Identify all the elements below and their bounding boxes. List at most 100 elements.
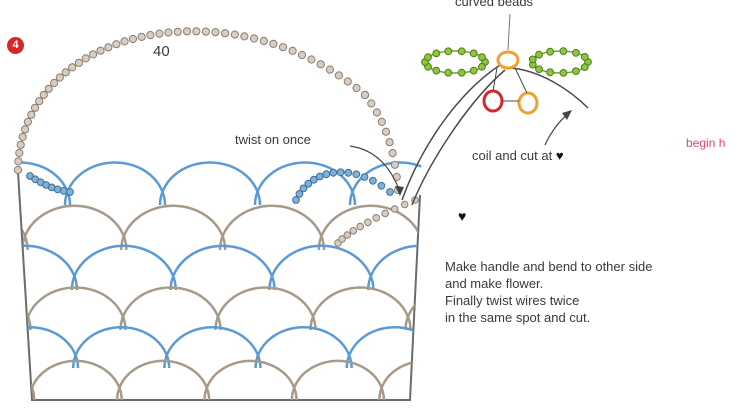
leaf-bead <box>432 49 441 58</box>
bead <box>360 173 369 181</box>
bead <box>381 127 391 136</box>
bead <box>364 218 372 227</box>
red-bead-loop <box>482 89 504 113</box>
bead <box>315 172 324 181</box>
bead <box>295 190 304 198</box>
instruction-line: in the same spot and cut. <box>445 310 591 325</box>
bead <box>59 187 68 195</box>
scallop-arc <box>214 286 317 331</box>
scallop-rows <box>18 161 422 400</box>
bead <box>299 184 308 193</box>
leaf-bead <box>559 47 568 55</box>
scallop-arc <box>253 161 357 206</box>
bead <box>307 55 316 64</box>
bead <box>68 63 77 72</box>
bead <box>66 188 74 196</box>
flower <box>421 47 592 115</box>
leaf-bead <box>580 53 589 61</box>
bead <box>44 84 53 93</box>
scallop-arc <box>18 161 72 206</box>
bead <box>360 90 370 100</box>
bead <box>155 29 164 38</box>
bead <box>338 235 346 243</box>
leaf-bead <box>580 63 589 71</box>
bead <box>369 176 377 185</box>
bead <box>336 168 345 177</box>
bead <box>400 200 409 209</box>
bead <box>349 227 358 235</box>
scallop-arc <box>21 204 128 251</box>
bead <box>35 97 44 106</box>
bead <box>89 50 98 59</box>
leaf-bead <box>424 53 432 62</box>
leaf-bead <box>444 68 453 77</box>
leaf-bead <box>572 49 580 57</box>
left-leaf <box>421 47 489 77</box>
leaf-bead <box>535 50 543 59</box>
bead <box>192 27 201 36</box>
heart-icon: ♥ <box>555 148 564 163</box>
bead <box>385 138 394 147</box>
bead <box>352 83 361 93</box>
scallop-arc <box>163 326 262 369</box>
scallop-arc <box>24 286 127 331</box>
bead <box>343 77 352 86</box>
instructions: Make handle and bend to other side and m… <box>445 258 652 326</box>
leaf-bead <box>559 69 568 77</box>
instruction-line: and make flower. <box>445 276 544 291</box>
scallop-arc <box>158 161 262 206</box>
leaf-bead <box>478 62 486 71</box>
bead <box>104 43 113 52</box>
leaf-bead <box>546 68 554 77</box>
bead <box>372 108 381 117</box>
bead <box>377 181 386 190</box>
leaf-bead <box>546 47 554 56</box>
heart-icon: ♥ <box>458 208 467 224</box>
bead <box>316 60 325 69</box>
bead <box>14 157 23 166</box>
leaf-bead <box>528 55 537 64</box>
lower-bead-strand <box>334 196 419 247</box>
bead <box>343 231 352 239</box>
bead <box>13 165 23 175</box>
scallop-arc <box>317 204 422 251</box>
scallop-arc <box>290 359 386 400</box>
flower-wire <box>514 67 528 94</box>
scallop-arc <box>254 326 353 369</box>
scallop-arc <box>218 204 326 251</box>
bead <box>182 27 192 36</box>
twist-arrowhead <box>395 186 404 196</box>
flower-wire <box>492 67 498 92</box>
bead <box>50 78 59 88</box>
bead <box>137 32 146 42</box>
bead <box>352 170 361 179</box>
bead <box>30 103 40 112</box>
bead <box>309 175 318 184</box>
bead <box>334 71 343 80</box>
bead <box>21 125 30 134</box>
scallop-arc <box>18 326 80 369</box>
bead <box>74 58 84 67</box>
bead <box>112 40 121 49</box>
begin-h-label: begin h <box>686 136 726 150</box>
bead <box>173 27 182 36</box>
scallop-arc <box>348 161 422 206</box>
scallop-arc <box>119 286 222 331</box>
bead <box>81 54 90 63</box>
bead <box>390 205 399 213</box>
bead <box>356 222 365 231</box>
bead <box>164 28 173 37</box>
leaf-bead <box>469 66 478 75</box>
scallop-arc <box>345 326 422 369</box>
bead <box>377 117 386 127</box>
bead <box>39 90 48 100</box>
leaf-bead <box>432 66 441 75</box>
bead <box>344 168 353 177</box>
bead <box>27 110 36 119</box>
scallop-arc <box>28 359 123 400</box>
scallop-arc <box>169 244 276 291</box>
bead <box>201 27 210 36</box>
bead <box>61 68 70 77</box>
handle-beads <box>13 27 403 195</box>
